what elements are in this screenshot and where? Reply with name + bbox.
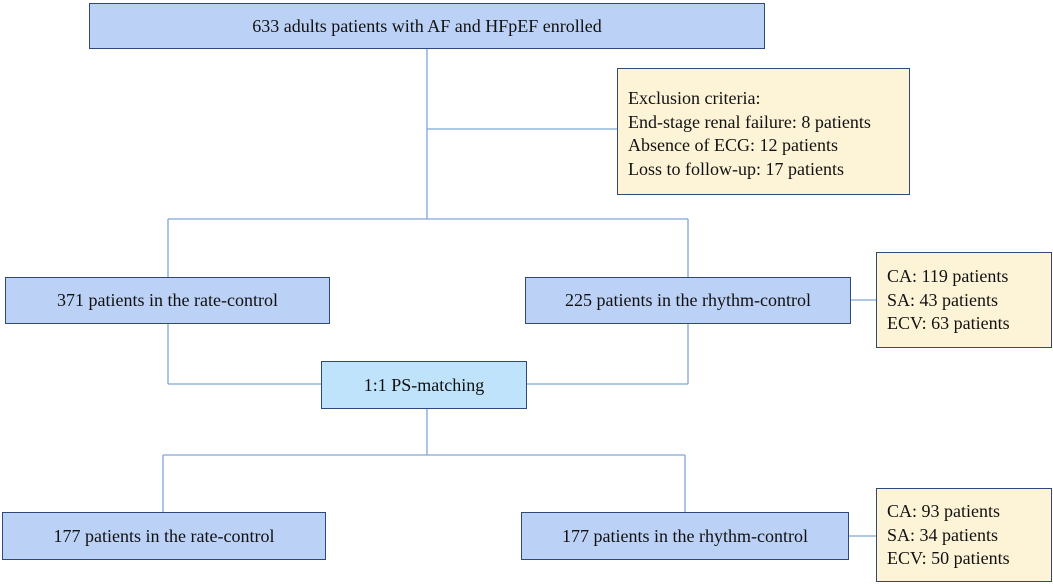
breakdown-item: SA: 43 patients bbox=[887, 289, 998, 310]
exclusion-item: Absence of ECG: 12 patients bbox=[628, 135, 838, 155]
rhythm-control-matched-box: 177 patients in the rhythm-control bbox=[521, 512, 849, 560]
exclusion-item: Loss to follow-up: 17 patients bbox=[628, 158, 844, 179]
rate-control-matched-box: 177 patients in the rate-control bbox=[2, 512, 326, 560]
enrolled-text: 633 adults patients with AF and HFpEF en… bbox=[252, 15, 602, 36]
rate-control-matched-text: 177 patients in the rate-control bbox=[53, 525, 275, 546]
rate-control-text: 371 patients in the rate-control bbox=[57, 290, 278, 310]
rhythm-control-box: 225 patients in the rhythm-control bbox=[525, 277, 851, 324]
rhythm-control-matched-text: 177 patients in the rhythm-control bbox=[562, 525, 808, 546]
exclusion-item: End-stage renal failure: 8 patients bbox=[628, 111, 871, 132]
rhythm-control-text: 225 patients in the rhythm-control bbox=[565, 290, 811, 310]
rhythm-breakdown-box: CA: 119 patients SA: 43 patients ECV: 63… bbox=[876, 252, 1052, 348]
exclusion-criteria-box: Exclusion criteria: End-stage renal fail… bbox=[617, 68, 910, 195]
exclusion-title: Exclusion criteria: bbox=[628, 88, 761, 108]
rate-control-box: 371 patients in the rate-control bbox=[5, 277, 330, 324]
breakdown-matched-item: ECV: 50 patients bbox=[887, 548, 1010, 568]
enrolled-box: 633 adults patients with AF and HFpEF en… bbox=[89, 3, 765, 49]
rhythm-breakdown-matched-box: CA: 93 patients SA: 34 patients ECV: 50 … bbox=[876, 488, 1052, 582]
breakdown-matched-item: CA: 93 patients bbox=[887, 501, 1000, 521]
ps-matching-box: 1:1 PS-matching bbox=[321, 361, 527, 409]
breakdown-matched-item: SA: 34 patients bbox=[887, 524, 998, 545]
breakdown-item: ECV: 63 patients bbox=[887, 313, 1010, 333]
ps-matching-text: 1:1 PS-matching bbox=[363, 374, 485, 395]
breakdown-item: CA: 119 patients bbox=[887, 266, 1009, 286]
